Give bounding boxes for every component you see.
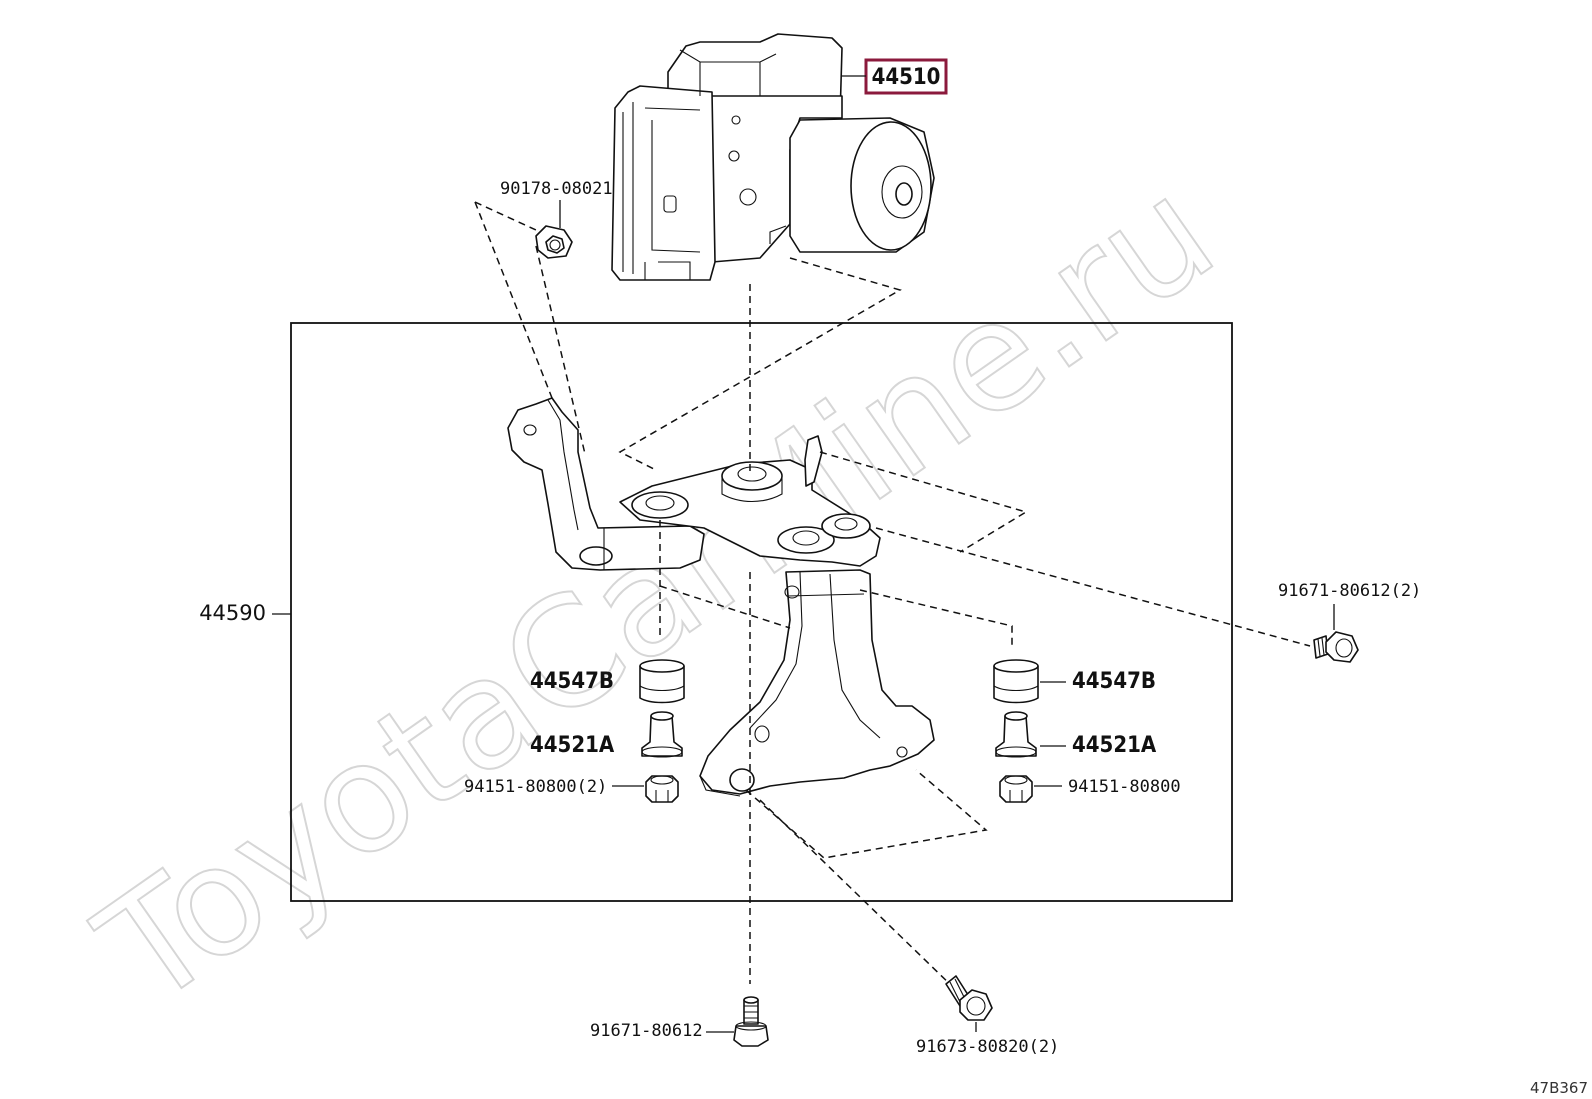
label-91673-80820-2: 91673-80820(2)	[916, 1037, 1059, 1057]
label-44510: 44510	[872, 65, 941, 90]
label-91671-80612-2: 91671-80612(2)	[1278, 581, 1421, 601]
nut-right[interactable]	[999, 775, 1033, 803]
bolt-bottom-right[interactable]	[945, 975, 993, 1021]
bracket[interactable]	[507, 397, 935, 797]
assembly-box	[290, 322, 1233, 902]
collar-right[interactable]	[995, 711, 1037, 758]
assembly-lines	[474, 201, 1311, 991]
label-90178-08021: 90178-08021	[500, 179, 613, 199]
nut-left[interactable]	[645, 775, 679, 803]
label-91671-80612: 91671-80612	[590, 1021, 703, 1041]
label-94151-80800-left: 94151-80800(2)	[464, 777, 607, 797]
label-44521A-right: 44521A	[1072, 733, 1157, 758]
cushion-right[interactable]	[993, 659, 1039, 704]
label-44590: 44590	[199, 601, 266, 625]
label-94151-80800-right: 94151-80800	[1068, 777, 1181, 797]
cushion-left[interactable]	[639, 659, 685, 704]
collar-left[interactable]	[641, 711, 683, 758]
diagram-ref: 47B367	[1530, 1079, 1588, 1097]
nut-90178[interactable]	[535, 225, 573, 259]
label-44547B-left: 44547B	[530, 669, 614, 694]
bolt-right[interactable]	[1313, 631, 1359, 663]
bolt-bottom[interactable]	[733, 996, 769, 1047]
label-44547B-right: 44547B	[1072, 669, 1156, 694]
label-44521A-left: 44521A	[530, 733, 615, 758]
abs-actuator[interactable]	[611, 33, 935, 281]
